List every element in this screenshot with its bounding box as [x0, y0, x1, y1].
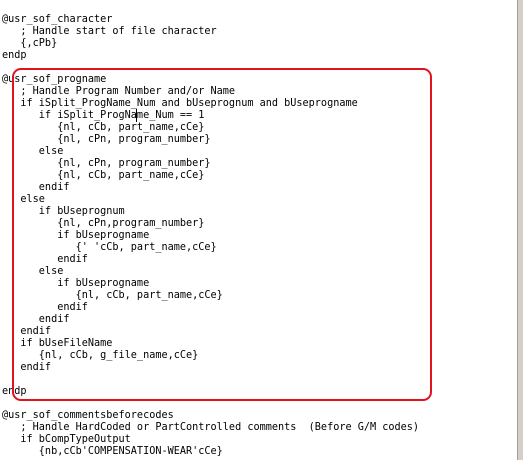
- code-line: else: [2, 194, 45, 205]
- code-line: endif: [2, 314, 70, 325]
- code-line: endif: [2, 254, 88, 265]
- code-line: endp: [2, 50, 27, 61]
- code-line: {nl, cPn, program_number}: [2, 158, 211, 169]
- code-line: if bUseprogname: [2, 230, 150, 241]
- code-line: @usr_sof_character: [2, 14, 113, 25]
- code-line: ; Handle Program Number and/or Name: [2, 86, 236, 97]
- code-line: {' 'cCb, part_name,cCe}: [2, 242, 217, 253]
- code-line: endif: [2, 326, 52, 337]
- code-line: if iSplit_ProgName_Num and bUseprognum a…: [2, 98, 358, 109]
- code-line: ; Handle start of file character: [2, 26, 217, 37]
- code-line: @usr_sof_progname: [2, 74, 107, 85]
- code-line: {nl, cPn, program_number}: [2, 134, 211, 145]
- code-line: if bCompTypeOutput: [2, 434, 131, 445]
- code-line: {nl, cCb, part_name,cCe}: [2, 290, 223, 301]
- code-line: endif: [2, 362, 52, 373]
- code-line: endp: [2, 386, 27, 397]
- code-line: {nl, cCb, g_file_name,cCe}: [2, 350, 199, 361]
- code-line: {nl, cPn,program_number}: [2, 218, 205, 229]
- code-line: {nl, cCb, part_name,cCe}: [2, 122, 205, 133]
- code-line: if bUseprogname: [2, 278, 150, 289]
- code-line: @usr_sof_commentsbeforecodes: [2, 410, 174, 421]
- code-line: ; Handle HardCoded or PartControlled com…: [2, 422, 420, 433]
- code-line: {nl, cCb, part_name,cCe}: [2, 170, 205, 181]
- vertical-scrollbar[interactable]: [517, 0, 523, 460]
- code-line: {,cPb}: [2, 38, 58, 49]
- code-line: else: [2, 146, 64, 157]
- code-line: if bUseFileName: [2, 338, 113, 349]
- code-line: {nb,cCb'COMPENSATION-WEAR'cCe}: [2, 446, 223, 457]
- text-cursor: [136, 109, 137, 122]
- code-line: endif: [2, 182, 70, 193]
- code-line: else: [2, 266, 64, 277]
- code-line: if iSplit_ProgName_Num == 1: [2, 110, 205, 121]
- code-line: if bUseprognum: [2, 206, 125, 217]
- code-line: endif: [2, 302, 88, 313]
